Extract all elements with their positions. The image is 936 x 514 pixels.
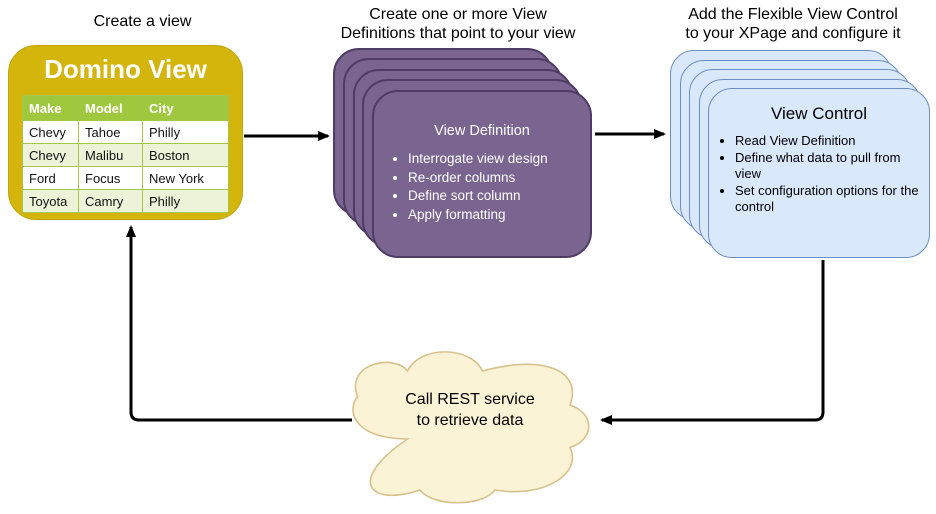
step2-heading-line1: Create one or more View xyxy=(369,6,547,23)
table-cell: Malibu xyxy=(78,143,143,167)
rest-cloud-label: Call REST service to retrieve data xyxy=(345,389,595,431)
table-header-model: Model xyxy=(78,95,143,121)
view-definition-bullet: Interrogate view design xyxy=(408,150,584,169)
table-row: Toyota Camry Philly xyxy=(22,189,229,213)
view-control-bullet-list: Read View Definition Define what data to… xyxy=(709,133,929,216)
view-definition-card-front: View Definition Interrogate view design … xyxy=(372,90,592,258)
rest-cloud-shape xyxy=(352,351,590,504)
table-cell: Focus xyxy=(78,166,143,190)
rest-cloud-label-line1: Call REST service xyxy=(405,391,535,408)
table-row: Ford Focus New York xyxy=(22,166,229,190)
view-definition-stack: View Definition Interrogate view design … xyxy=(333,48,595,260)
view-control-bullet: Read View Definition xyxy=(735,133,919,150)
arrow-control-to-cloud xyxy=(600,260,825,425)
table-cell: Philly xyxy=(142,120,229,144)
table-header-make: Make xyxy=(22,95,79,121)
step2-heading-line2: Definitions that point to your view xyxy=(340,25,576,42)
table-cell: Toyota xyxy=(22,189,79,213)
table-cell: New York xyxy=(142,166,229,190)
view-definition-bullet-list: Interrogate view design Re-order columns… xyxy=(374,150,590,224)
view-definition-bullet: Define sort column xyxy=(408,187,584,206)
view-definition-bullet: Re-order columns xyxy=(408,169,584,188)
domino-view-table: Make Model City Chevy Tahoe Philly Chevy… xyxy=(22,95,229,213)
rest-cloud-label-line2: to retrieve data xyxy=(416,412,524,429)
view-control-title: View Control xyxy=(770,104,868,123)
table-cell: Chevy xyxy=(22,143,79,167)
view-definition-title: View Definition xyxy=(434,123,530,139)
step1-heading: Create a view xyxy=(93,13,192,30)
table-row: Chevy Tahoe Philly xyxy=(22,120,229,144)
table-header-city: City xyxy=(142,95,229,121)
table-header-row: Make Model City xyxy=(22,95,229,121)
step3-heading-line1: Add the Flexible View Control xyxy=(688,6,898,23)
step3-heading: Add the Flexible View Control to your XP… xyxy=(648,5,936,43)
arrow-cloud-to-domino xyxy=(126,225,352,422)
table-cell: Chevy xyxy=(22,120,79,144)
table-cell: Tahoe xyxy=(78,120,143,144)
step2-heading: Create one or more View Definitions that… xyxy=(310,5,606,43)
table-cell: Camry xyxy=(78,189,143,213)
domino-view-title: Domino View xyxy=(44,54,207,84)
domino-view-box: Domino View Make Model City Chevy Tahoe … xyxy=(8,45,243,220)
view-control-card-front: View Control Read View Definition Define… xyxy=(708,88,930,258)
view-control-bullet: Set configuration options for the contro… xyxy=(735,183,919,216)
view-definition-bullet: Apply formatting xyxy=(408,206,584,225)
step3-heading-line2: to your XPage and configure it xyxy=(685,25,901,42)
table-cell: Philly xyxy=(142,189,229,213)
view-control-bullet: Define what data to pull from view xyxy=(735,150,919,183)
table-cell: Boston xyxy=(142,143,229,167)
table-cell: Ford xyxy=(22,166,79,190)
view-control-stack: View Control Read View Definition Define… xyxy=(670,50,932,260)
table-row: Chevy Malibu Boston xyxy=(22,143,229,167)
